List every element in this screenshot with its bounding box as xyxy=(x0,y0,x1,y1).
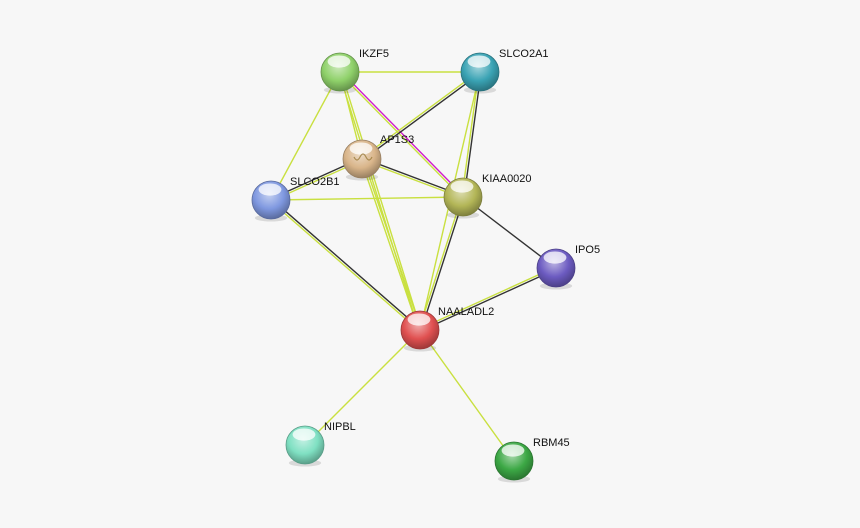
edge-line xyxy=(419,268,558,332)
edge-line xyxy=(463,71,482,198)
edge-layer xyxy=(269,70,558,462)
edge-line xyxy=(340,70,422,331)
edge-SLCO2B1-NAALADL2 xyxy=(269,198,422,332)
node-label-slco2b1: SLCO2B1 xyxy=(290,176,340,188)
node-label-naaladl2: NAALADL2 xyxy=(438,306,494,318)
edge-line xyxy=(461,71,480,198)
edge-line xyxy=(362,157,422,331)
node-highlight xyxy=(450,180,474,193)
edge-line xyxy=(338,71,420,332)
node-label-ipo5: IPO5 xyxy=(575,244,600,256)
edge-line xyxy=(418,195,463,331)
edge-IPO5-NAALADL2 xyxy=(418,266,558,332)
edge-line xyxy=(360,70,481,159)
structure-icon xyxy=(353,153,373,161)
edge-line xyxy=(270,71,341,201)
edge-SLCO2A1-KIAA0020 xyxy=(461,71,482,198)
edge-IKZF5-NAALADL2 xyxy=(338,70,422,332)
node-label-rbm45: RBM45 xyxy=(533,437,570,449)
edge-IKZF5-SLCO2B1 xyxy=(270,71,341,201)
node-nipbl[interactable] xyxy=(285,425,325,467)
edge-line xyxy=(462,196,557,269)
edge-line xyxy=(420,196,465,332)
edge-SLCO2B1-KIAA0020 xyxy=(270,196,464,201)
edge-NAALADL2-NIPBL xyxy=(304,329,421,446)
node-highlight xyxy=(349,142,373,155)
node-label-ap1s3: AP1S3 xyxy=(380,134,414,146)
node-highlight xyxy=(501,444,525,457)
node-ipo5[interactable] xyxy=(536,248,576,290)
edge-line xyxy=(269,200,420,332)
node-highlight xyxy=(292,428,316,441)
node-ikzf5[interactable] xyxy=(320,52,360,94)
edge-KIAA0020-NAALADL2 xyxy=(418,195,465,332)
node-ap1s3[interactable] xyxy=(342,139,382,181)
node-highlight xyxy=(258,183,282,196)
edge-line xyxy=(340,70,465,197)
edge-AP1S3-NAALADL2 xyxy=(360,157,422,332)
node-highlight xyxy=(543,251,567,264)
node-naaladl2[interactable] xyxy=(400,310,440,352)
node-kiaa0020[interactable] xyxy=(443,177,483,219)
edge-line xyxy=(271,198,422,330)
node-slco2b1[interactable] xyxy=(251,180,291,222)
edge-NAALADL2-RBM45 xyxy=(419,329,515,462)
node-label-kiaa0020: KIAA0020 xyxy=(482,173,532,185)
node-highlight xyxy=(467,55,491,68)
node-rbm45[interactable] xyxy=(494,441,534,483)
edge-line xyxy=(304,329,421,446)
edge-line xyxy=(419,329,515,462)
edge-line xyxy=(418,266,557,330)
edge-SLCO2A1-AP1S3 xyxy=(360,70,482,161)
edge-line xyxy=(360,158,420,332)
edge-IKZF5-KIAA0020 xyxy=(338,70,465,199)
edge-KIAA0020-IPO5 xyxy=(462,196,557,269)
node-label-slco2a1: SLCO2A1 xyxy=(499,48,549,60)
edge-line xyxy=(270,196,464,201)
node-slco2a1[interactable] xyxy=(460,52,500,94)
edge-line xyxy=(361,72,482,161)
node-highlight xyxy=(407,313,431,326)
node-highlight xyxy=(327,55,351,68)
node-layer xyxy=(251,52,576,483)
node-label-nipbl: NIPBL xyxy=(324,421,356,433)
node-label-ikzf5: IKZF5 xyxy=(359,48,389,60)
edge-line xyxy=(338,72,463,199)
